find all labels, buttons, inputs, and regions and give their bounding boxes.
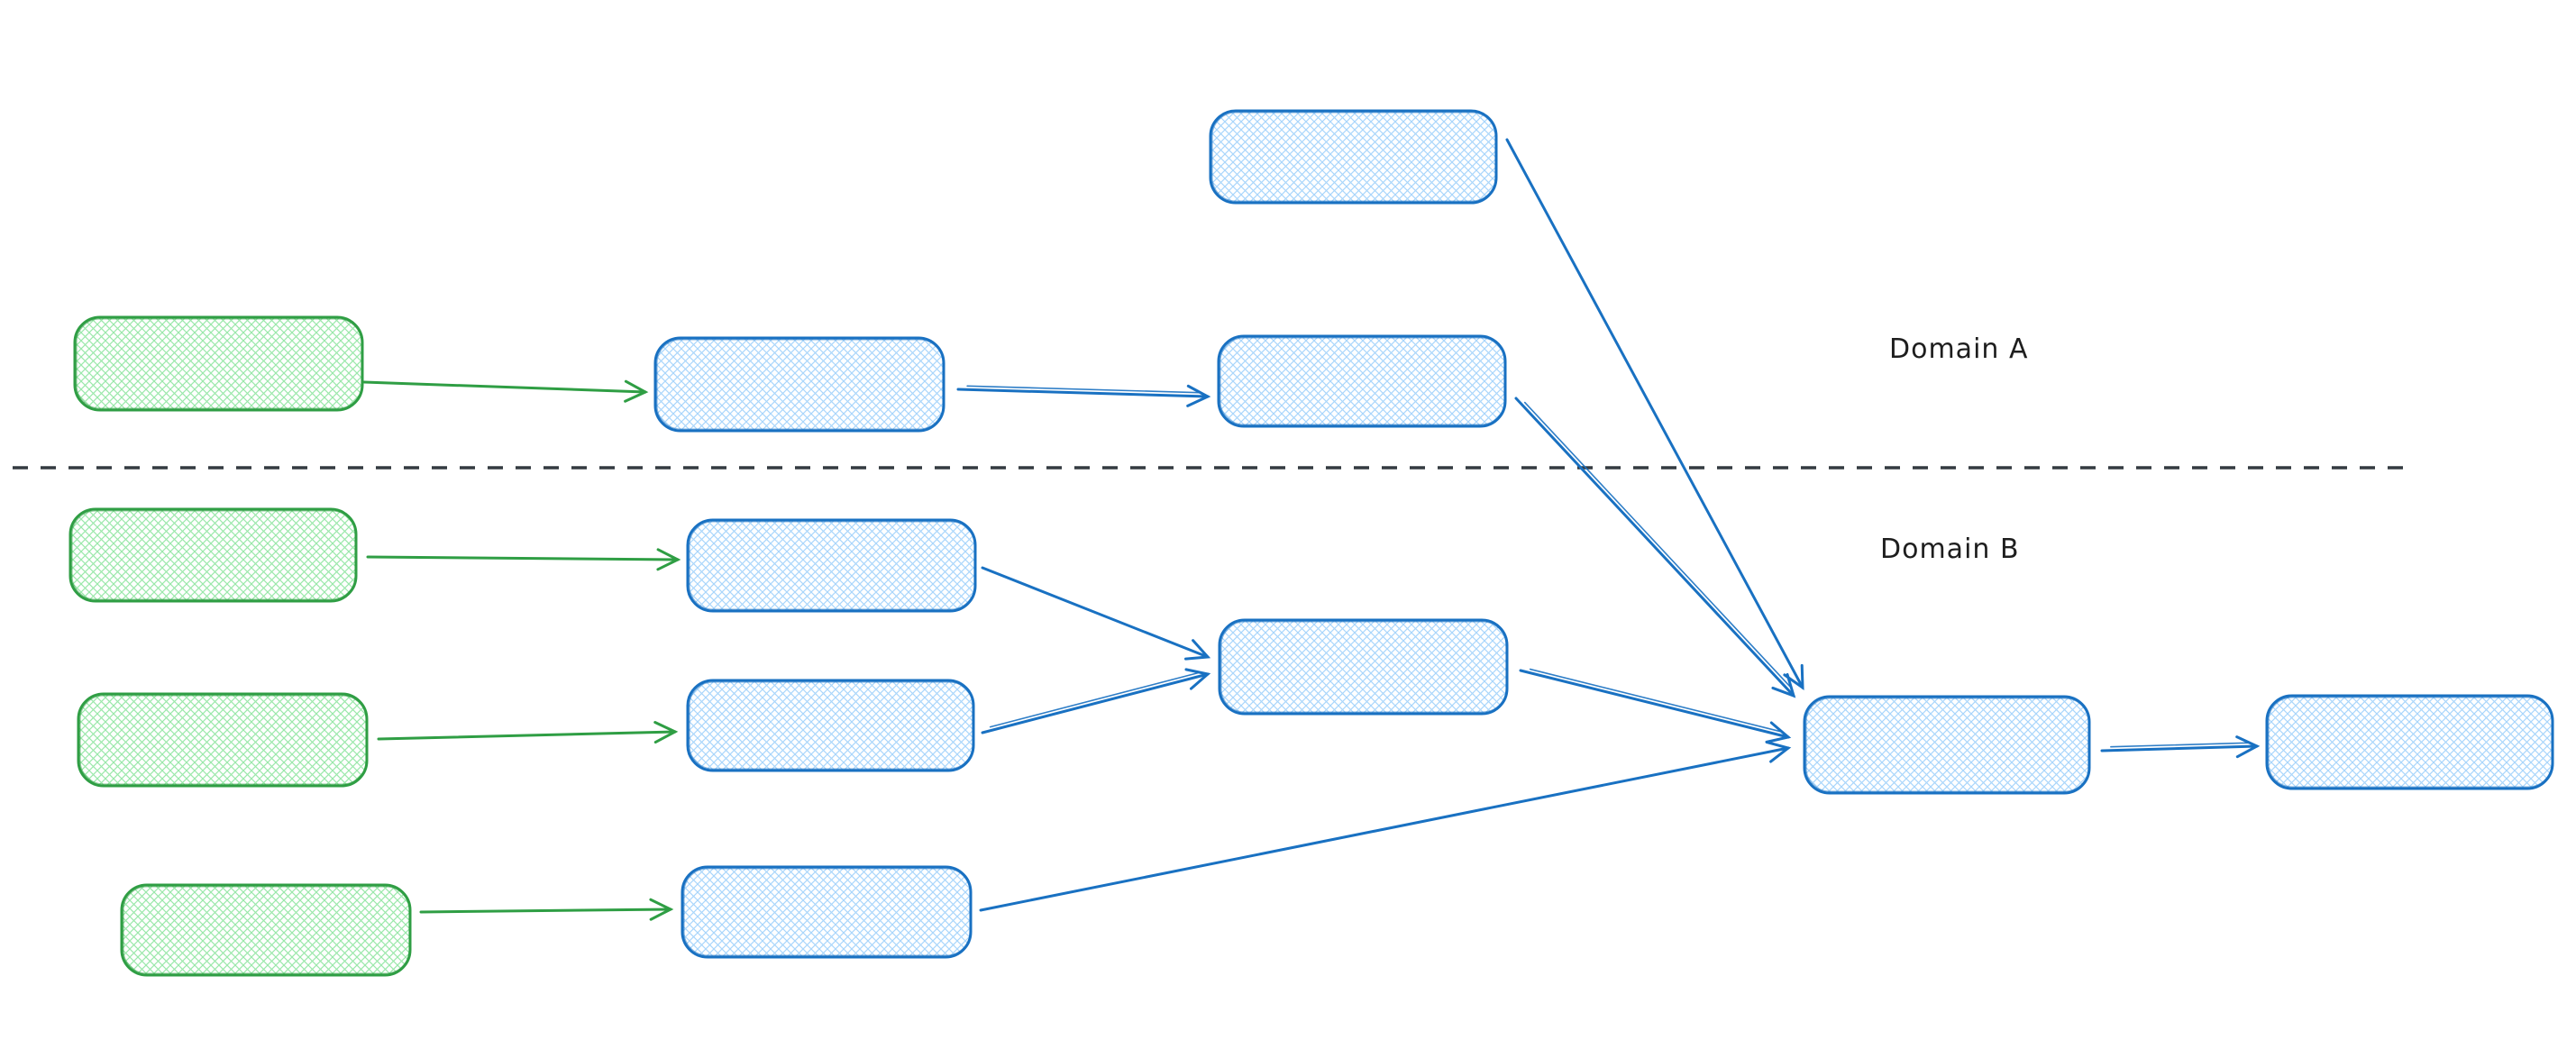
node-process-b3-shape[interactable]	[681, 865, 973, 959]
node-process-b2[interactable]	[686, 679, 975, 772]
node-source-b1[interactable]	[69, 507, 358, 603]
node-staging-top[interactable]	[1209, 109, 1498, 205]
node-process-b1[interactable]	[686, 518, 977, 613]
node-process-b1-overstroke	[689, 521, 975, 610]
node-output-final-overstroke	[2268, 697, 2553, 788]
domain-a-label: Domain A	[1889, 333, 2029, 365]
node-output-final[interactable]	[2265, 694, 2554, 790]
node-process-b3[interactable]	[681, 865, 973, 959]
node-source-b1-shape[interactable]	[69, 507, 358, 603]
edge-process-a1-to-process-a2-line	[956, 384, 1211, 407]
edge-merge-b-to-merge-main-line	[1519, 669, 1792, 743]
edge-process-b2-to-merge-b-line	[981, 668, 1211, 734]
node-process-a2-shape[interactable]	[1217, 334, 1507, 428]
edge-process-b3-to-merge-main	[979, 741, 1792, 912]
node-process-a2[interactable]	[1217, 334, 1507, 428]
edge-source-b2-to-process-b2-line	[377, 721, 679, 744]
node-merge-main-overstroke	[1805, 698, 2089, 792]
edge-merge-main-to-output-overstroke	[2110, 742, 2249, 748]
edge-source-b2-to-process-b2	[377, 721, 679, 744]
node-process-b3-overstroke	[683, 868, 971, 956]
edge-process-a1-to-process-a2-overstroke	[966, 385, 1200, 394]
node-process-b2-overstroke	[689, 681, 973, 770]
node-source-a-shape[interactable]	[73, 315, 364, 412]
edge-source-a-to-process-a1-line	[362, 379, 649, 403]
edge-source-b3-to-process-b3	[419, 898, 674, 921]
edge-process-a2-to-merge-main-line	[1514, 397, 1796, 698]
edge-process-b2-to-merge-b	[981, 668, 1211, 734]
node-merge-b-overstroke	[1220, 621, 1507, 713]
edge-process-a2-to-merge-main-overstroke	[1523, 401, 1791, 688]
edge-merge-main-to-output-line	[2100, 735, 2261, 759]
node-process-b2-shape[interactable]	[686, 679, 975, 772]
edge-source-a-to-process-a1	[362, 379, 649, 403]
node-process-a1-overstroke	[656, 339, 944, 430]
edge-process-a2-to-merge-main	[1514, 397, 1796, 698]
edge-process-b2-to-merge-b-overstroke	[989, 671, 1200, 728]
node-staging-top-overstroke	[1211, 112, 1496, 202]
edge-source-b1-to-process-b1	[366, 548, 681, 571]
node-merge-main[interactable]	[1803, 695, 2091, 795]
node-process-b1-shape[interactable]	[686, 518, 977, 613]
edge-process-b3-to-merge-main-line	[979, 741, 1792, 912]
edge-merge-b-to-merge-main	[1519, 668, 1792, 743]
edge-merge-b-to-merge-main-overstroke	[1529, 668, 1782, 733]
node-process-a2-overstroke	[1219, 337, 1505, 425]
node-source-b2[interactable]	[77, 692, 369, 788]
node-merge-main-shape[interactable]	[1803, 695, 2091, 795]
node-merge-b-shape[interactable]	[1218, 618, 1509, 716]
node-process-a1-shape[interactable]	[653, 336, 945, 433]
edge-process-b1-to-merge-b-line	[981, 566, 1211, 661]
node-source-a-overstroke	[76, 318, 362, 409]
edge-staging-top-to-merge-main	[1505, 138, 1804, 690]
node-output-final-shape[interactable]	[2265, 694, 2554, 790]
node-layer	[69, 109, 2554, 977]
edge-source-b3-to-process-b3-line	[419, 898, 674, 921]
domain-b-label: Domain B	[1880, 534, 2020, 565]
node-source-b2-shape[interactable]	[77, 692, 369, 788]
node-process-a1[interactable]	[653, 336, 945, 433]
node-staging-top-shape[interactable]	[1209, 109, 1498, 205]
edge-process-a1-to-process-a2	[956, 384, 1211, 407]
edge-staging-top-to-merge-main-line	[1505, 138, 1804, 690]
edge-layer	[362, 138, 2261, 921]
node-source-a[interactable]	[73, 315, 364, 412]
edge-process-b1-to-merge-b	[981, 566, 1211, 661]
edge-source-b1-to-process-b1-line	[366, 548, 681, 571]
edge-merge-main-to-output	[2100, 735, 2261, 759]
node-source-b3-overstroke	[123, 886, 410, 974]
node-source-b3-shape[interactable]	[120, 883, 412, 977]
node-source-b3[interactable]	[120, 883, 412, 977]
node-source-b2-overstroke	[79, 695, 367, 785]
node-source-b1-overstroke	[71, 510, 356, 600]
node-merge-b[interactable]	[1218, 618, 1509, 716]
